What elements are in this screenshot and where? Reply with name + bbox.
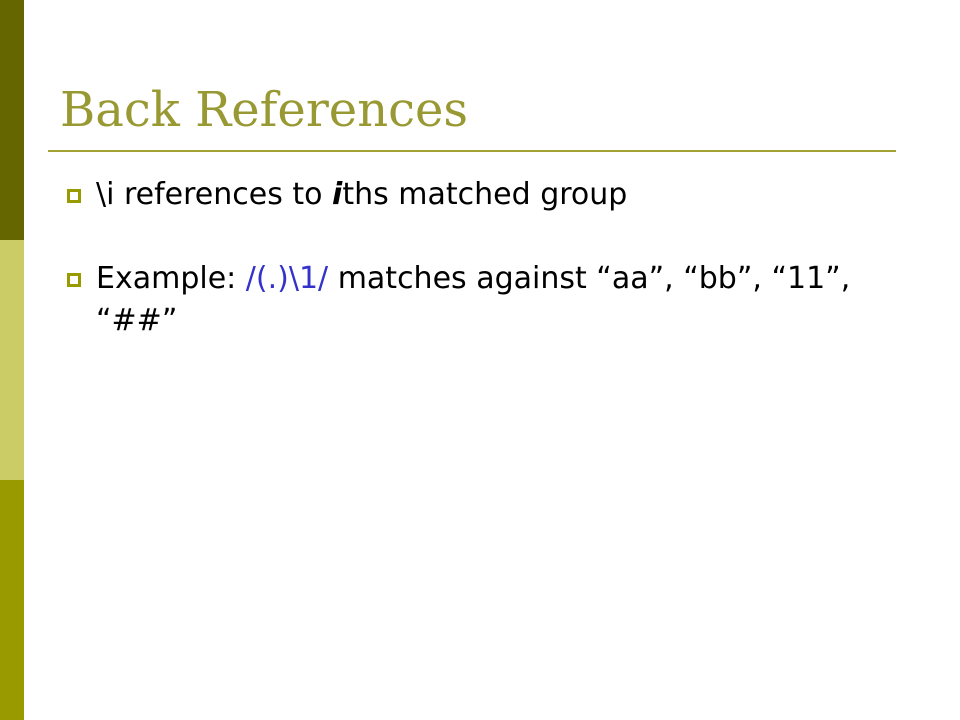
square-bullet-icon [67,273,81,287]
side-bar-middle [0,240,24,480]
regex-example: /(.)\1/ [245,261,329,296]
bullet-text-suffix: ths matched group [342,177,628,212]
bullet-text-suffix: matches against “aa”, “bb”, “11”, “##” [96,261,851,338]
bullet-item-example: Example: /(.)\1/ matches against “aa”, “… [64,258,894,342]
side-bar-top [0,0,24,240]
bullet-text-prefix: Example: [96,261,246,296]
bullet-text-prefix: \i references to [96,177,333,212]
bullet-list: \i references to iths matched group Exam… [64,174,894,342]
side-bar-bottom [0,480,24,720]
bullet-item-back-reference: \i references to iths matched group [64,174,894,216]
title-divider [48,150,896,152]
slide-title: Back References [60,82,469,138]
square-bullet-icon [67,189,81,203]
bullet-text-emphasis: i [332,177,343,212]
